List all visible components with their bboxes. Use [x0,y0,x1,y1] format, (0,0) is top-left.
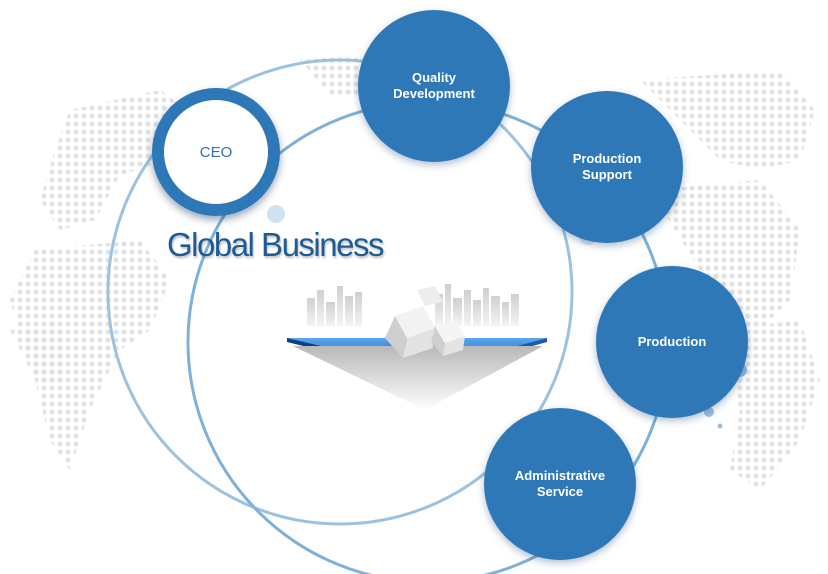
city-platform-illustration [287,284,547,410]
quality-development-label: Quality Development [393,70,475,101]
production-label: Production [637,334,707,349]
administrative-service-node: Administrative Service [484,408,636,560]
quality-development-node: Quality Development [358,10,510,162]
ceo-label: CEO [164,100,268,204]
production-support-label: Production Support [572,151,642,182]
production-support-node: Production Support [531,91,683,243]
diagram-title: Global Business [167,226,384,263]
ceo-node: CEO [152,88,280,216]
administrative-service-label: Administrative Service [514,468,606,499]
production-node: Production [596,266,748,418]
